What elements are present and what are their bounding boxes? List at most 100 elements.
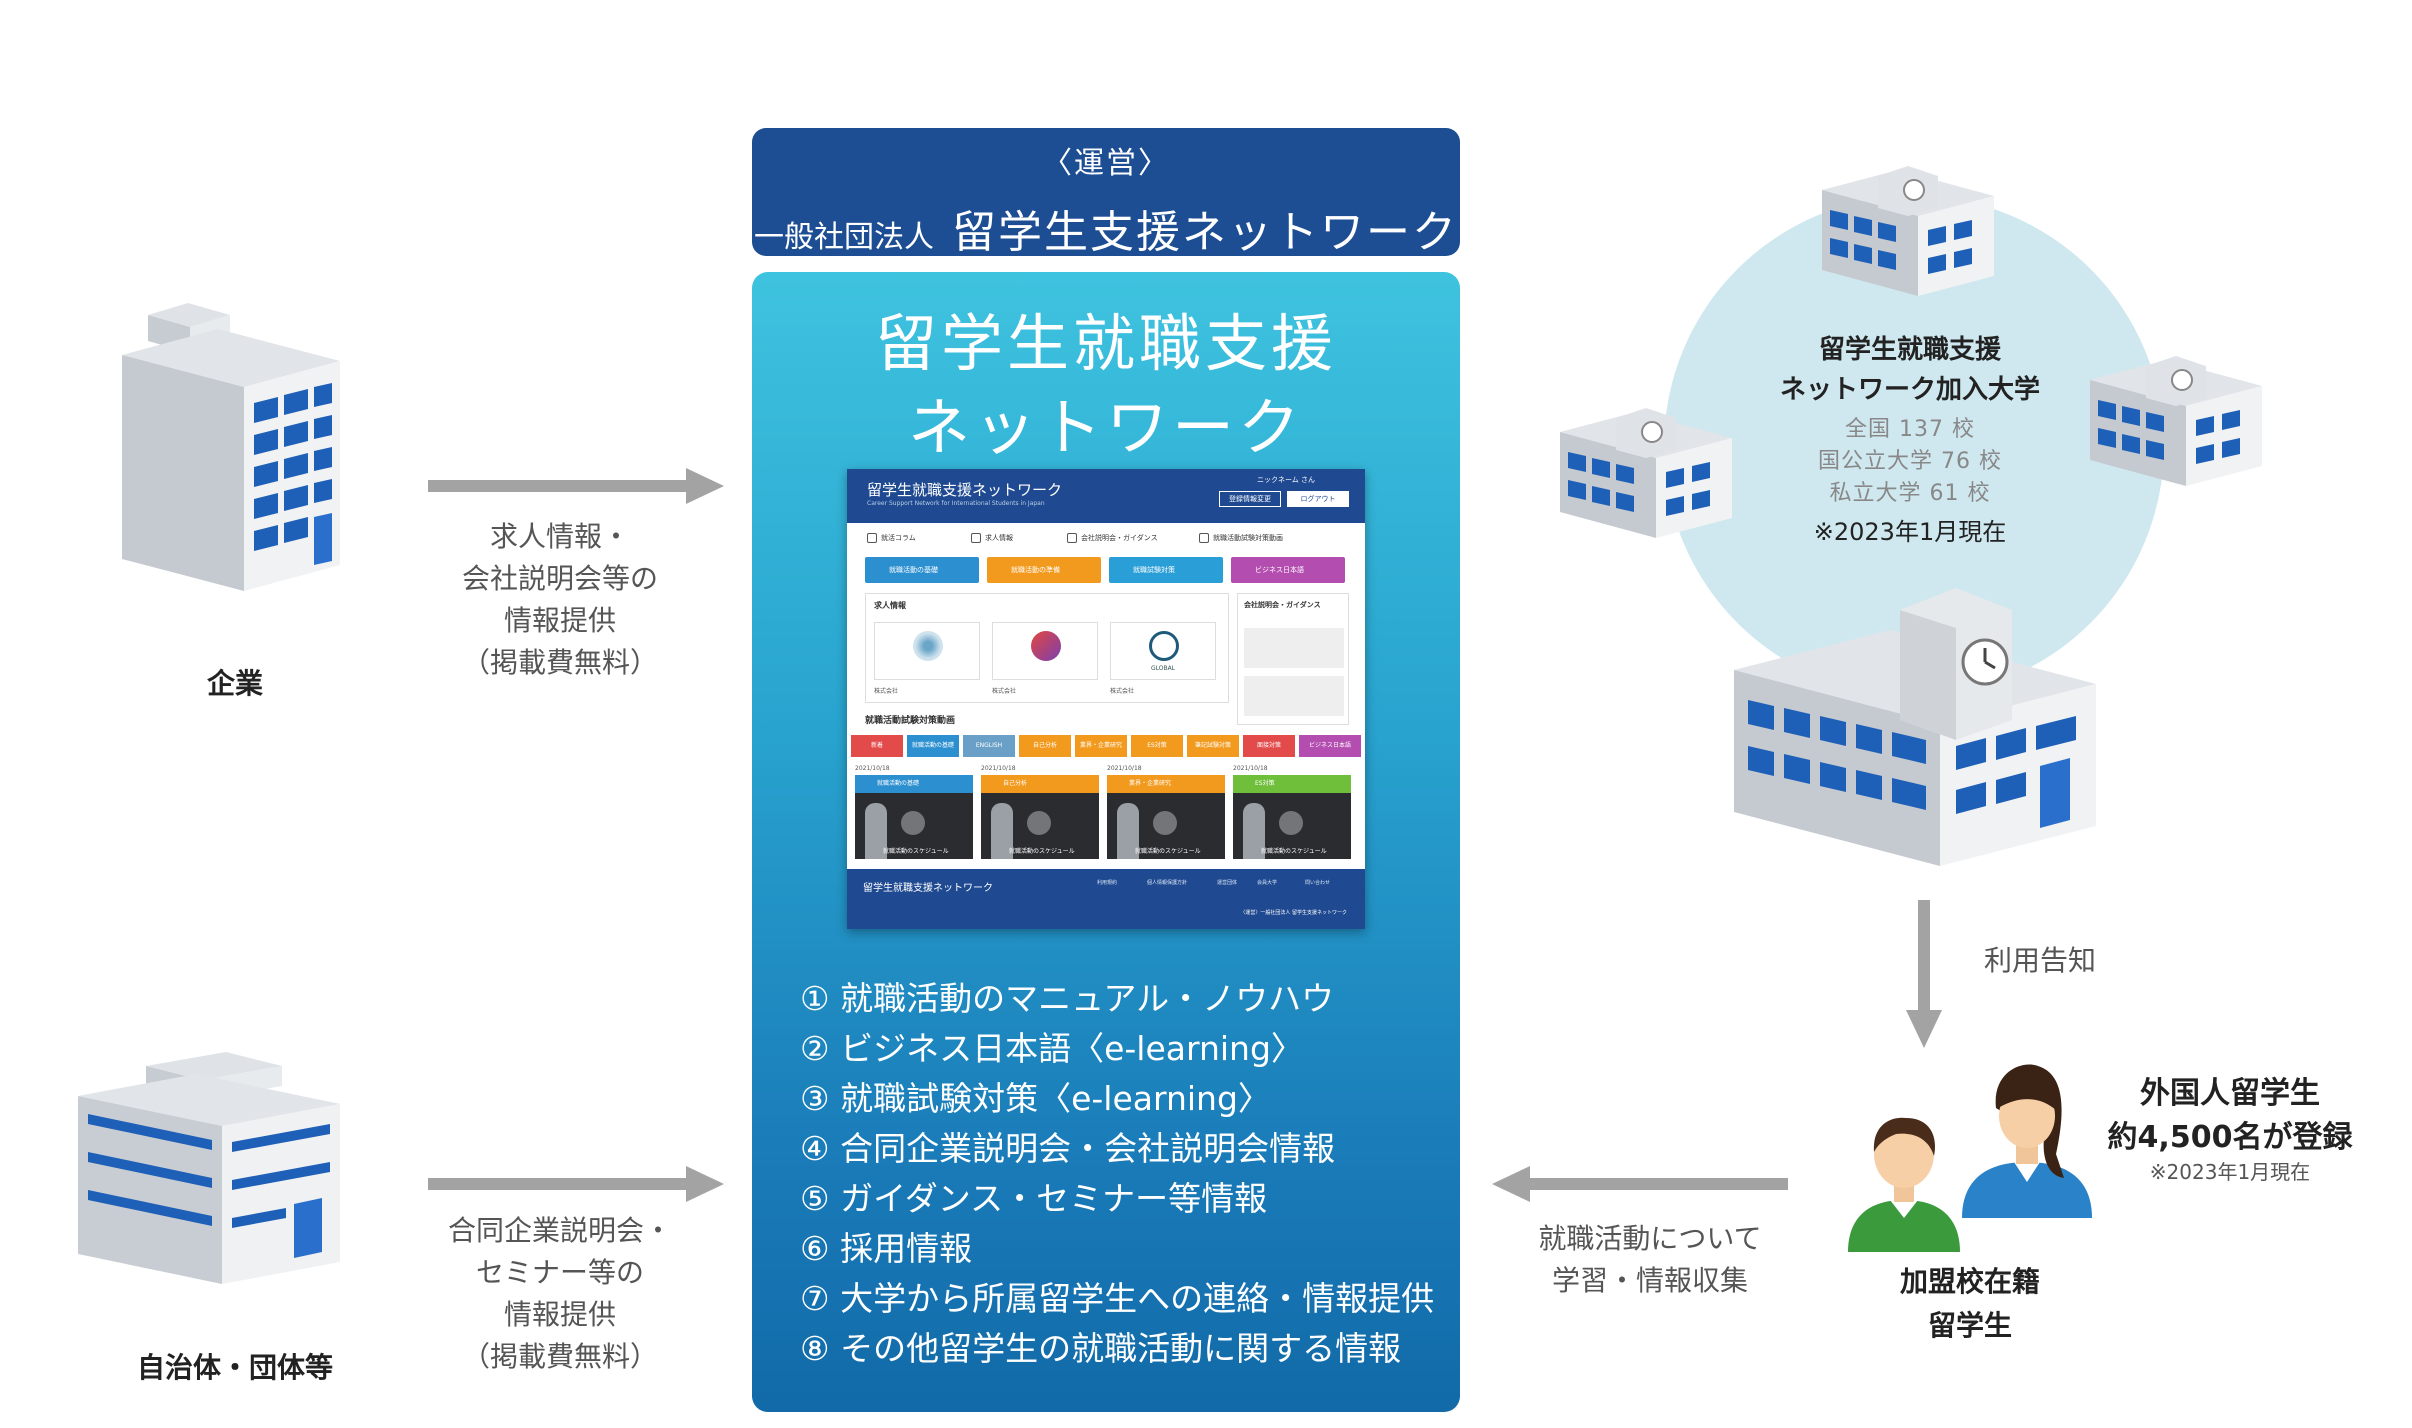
- network-panel: 留学生就職支援 ネットワーク 留学生就職支援ネットワーク Career Supp…: [752, 272, 1460, 1412]
- mock-company-name: 株式会社: [874, 688, 899, 695]
- mock-footer-link: 運営団体: [1217, 880, 1238, 886]
- mock-category: ES対策: [1131, 735, 1183, 757]
- service-item: ⑦ 大学から所属留学生への連絡・情報提供: [800, 1279, 1435, 1318]
- service-item: ② ビジネス日本語〈e-learning〉: [800, 1029, 1304, 1068]
- mock-fair-heading: 会社説明会・ガイダンス: [1244, 601, 1321, 609]
- services-list: ① 就職活動のマニュアル・ノウハウ ② ビジネス日本語〈e-learning〉 …: [800, 974, 1440, 1374]
- company-flow-text: 求人情報・ 会社説明会等の 情報提供 （掲載費無料）: [461, 520, 658, 679]
- municipality-flow-text: 合同企業説明会・ セミナー等の 情報提供 （掲載費無料）: [447, 1214, 672, 1373]
- mock-fair-item: [1244, 628, 1344, 668]
- mock-company-name: 株式会社: [992, 688, 1017, 695]
- presenter-icon: [1243, 803, 1265, 859]
- mock-video-date: 2021/10/18: [981, 765, 1016, 772]
- mock-video-card: 業界・企業研究 就職活動のスケジュール: [1107, 775, 1225, 859]
- mock-video-card: 就職活動の基礎 就職活動のスケジュール: [855, 775, 973, 859]
- arrow-shaft: [428, 1178, 688, 1190]
- mock-videos-heading: 就職活動試験対策動画: [865, 716, 956, 726]
- company-building-icon: [122, 303, 340, 591]
- mock-video-label: 就職活動の基礎: [855, 775, 973, 793]
- mock-video-date: 2021/10/18: [855, 765, 890, 772]
- arrow-shaft: [428, 480, 688, 492]
- operator-corp-type: 一般社団法人: [754, 220, 934, 255]
- mock-tab: ビジネス日本語: [1231, 557, 1345, 583]
- presenter-icon: [991, 803, 1013, 859]
- arrow-shaft: [1528, 1178, 1788, 1190]
- network-title-line1: 留学生就職支援: [874, 307, 1337, 380]
- mock-tab: 就職活動の基礎: [865, 557, 979, 583]
- mock-video-caption: 就職活動のスケジュール: [1009, 848, 1075, 855]
- mock-video-date: 2021/10/18: [1107, 765, 1142, 772]
- female-student-icon: [1962, 1064, 2092, 1218]
- mock-category: 新着: [851, 735, 903, 757]
- operator-name-row: 一般社団法人留学生支援ネットワーク: [752, 196, 1460, 260]
- university-building-icon-right: [2090, 356, 2262, 486]
- municipality-building-icon: [78, 1052, 340, 1284]
- mock-jobs-heading: 求人情報: [874, 601, 906, 610]
- arrow-right-icon: [686, 1166, 724, 1202]
- stat-total: 全国 137 校: [1845, 417, 1975, 442]
- service-item: ⑤ ガイダンス・セミナー等情報: [800, 1179, 1268, 1218]
- university-building-icon-top: [1822, 166, 1994, 296]
- mock-register-button: 登録情報変更: [1219, 491, 1281, 507]
- dots-logo-icon: [913, 631, 943, 661]
- mock-video-label: 自己分析: [981, 775, 1099, 793]
- mock-footer-link: 個人情報保護方針: [1147, 880, 1188, 886]
- service-item: ⑧ その他留学生の就職活動に関する情報: [800, 1329, 1402, 1368]
- stat-public: 国公立大学 76 校: [1818, 449, 2002, 474]
- university-as-of: ※2023年1月現在: [1813, 518, 2007, 546]
- mock-footer-link: 問い合わせ: [1305, 880, 1331, 886]
- service-item: ① 就職活動のマニュアル・ノウハウ: [800, 979, 1335, 1018]
- mock-category: 筆記試験対策: [1187, 735, 1239, 757]
- mock-nav-item: 会社説明会・ガイダンス: [1067, 533, 1158, 543]
- mock-video-card: ES対策 就職活動のスケジュール: [1233, 775, 1351, 859]
- mock-logout-button: ログアウト: [1287, 491, 1349, 507]
- document-icon: [1067, 533, 1077, 543]
- mock-site-subtitle: Career Support Network for International…: [867, 500, 1045, 507]
- member-students-label: 加盟校在籍 留学生: [1899, 1265, 2040, 1342]
- globe-logo-icon: [1149, 631, 1179, 661]
- mock-logo-text: GLOBAL: [1150, 665, 1176, 672]
- mock-video-caption: 就職活動のスケジュール: [883, 848, 949, 855]
- mock-tab: 就職活動の準備: [987, 557, 1101, 583]
- mock-fair-box: 会社説明会・ガイダンス: [1237, 593, 1349, 725]
- company-arrow: [428, 468, 724, 504]
- service-item: ③ 就職試験対策〈e-learning〉: [800, 1079, 1271, 1118]
- search-icon: [971, 533, 981, 543]
- c-logo-icon: [1031, 631, 1061, 661]
- mock-jobs-box: 求人情報 GLOBAL 株式会社 株式会社 株式会社: [865, 593, 1229, 703]
- mock-footer-link: 会員大学: [1257, 880, 1278, 886]
- website-screenshot: 留学生就職支援ネットワーク Career Support Network for…: [847, 469, 1365, 929]
- service-item: ⑥ 採用情報: [800, 1229, 973, 1268]
- university-building-icon-left: [1560, 408, 1732, 538]
- mock-nav-item: 就活コラム: [867, 533, 916, 543]
- arrow-down-icon: [1906, 1010, 1942, 1048]
- mock-site-footer: 留学生就職支援ネットワーク 利用規約 個人情報保護方針 運営団体 会員大学 問い…: [847, 869, 1365, 929]
- network-title-line2: ネットワーク: [907, 391, 1304, 464]
- mock-site-title: 留学生就職支援ネットワーク: [867, 481, 1063, 499]
- service-item: ④ 合同企業説明会・会社説明会情報: [800, 1129, 1336, 1168]
- mock-user-name: ニックネーム さん: [1256, 476, 1315, 484]
- mock-company-name: 株式会社: [1110, 688, 1135, 695]
- stat-private: 私立大学 61 校: [1829, 481, 1991, 506]
- mock-video-date: 2021/10/18: [1233, 765, 1268, 772]
- mock-nav-item: 就職活動試験対策動画: [1199, 533, 1283, 543]
- male-student-icon: [1848, 1117, 1960, 1252]
- notice-arrow: [1906, 900, 1942, 1050]
- mock-category: 業界・企業研究: [1075, 735, 1127, 757]
- arrow-right-icon: [686, 468, 724, 504]
- operator-header: 〈運営〉 一般社団法人留学生支援ネットワーク: [752, 128, 1460, 258]
- play-icon: [901, 811, 925, 835]
- notice-label: 利用告知: [1983, 944, 2096, 977]
- company-label: 企業: [206, 667, 263, 700]
- mock-video-caption: 就職活動のスケジュール: [1135, 848, 1201, 855]
- university-network-title: 留学生就職支援 ネットワーク加入大学: [1779, 335, 2040, 405]
- mock-nav-item: 求人情報: [971, 533, 1013, 543]
- university-stats: 全国 137 校 国公立大学 76 校 私立大学 61 校: [1760, 414, 2060, 510]
- play-icon: [1153, 811, 1177, 835]
- mock-footer-copyright: 〈運営〉一般社団法人 留学生支援ネットワーク: [1240, 910, 1347, 916]
- arrow-left-icon: [1492, 1166, 1530, 1202]
- presenter-icon: [1117, 803, 1139, 859]
- mock-category: ENGLISH CONTENTS: [963, 735, 1015, 771]
- network-title: 留学生就職支援 ネットワーク: [752, 302, 1460, 470]
- mock-company-logo: [874, 622, 980, 680]
